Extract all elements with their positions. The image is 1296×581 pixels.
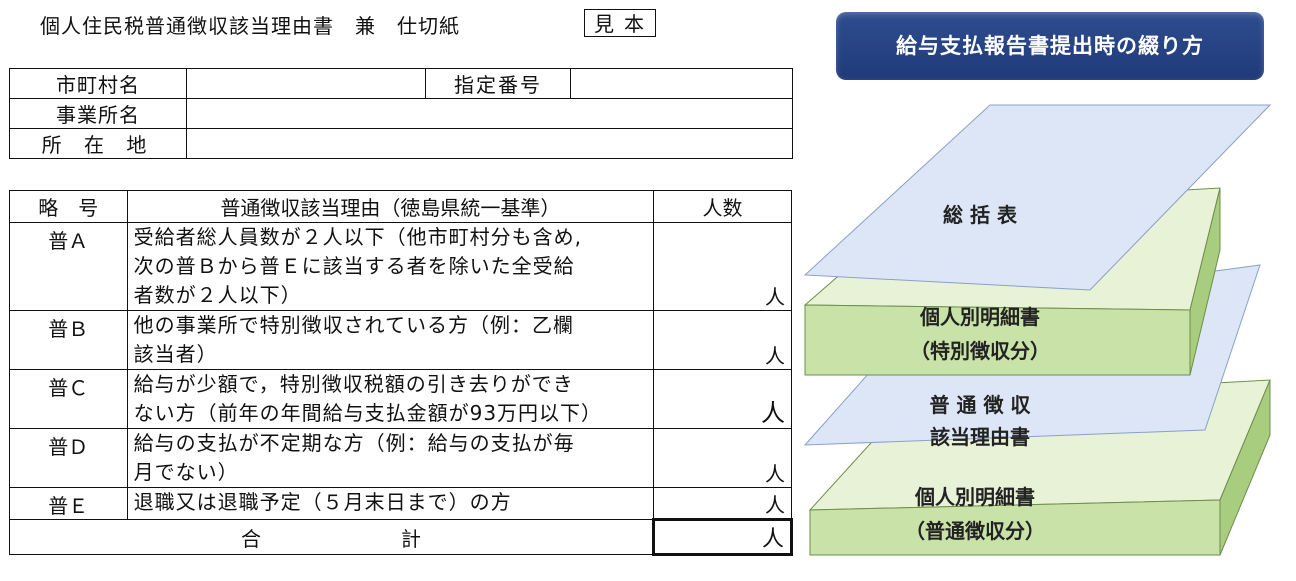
row-count-field[interactable]: 人: [653, 428, 792, 488]
layer-label: 個人別明細書: [914, 485, 1035, 509]
layer-side-face: [1219, 379, 1271, 556]
reasons-header-row: 略 号 普通徴収該当理由（徳島県統一基準） 人数: [9, 190, 792, 223]
row-reason: 他の事業所で特別徴収されている方（例：乙欄 該当者）: [126, 310, 655, 370]
table-row: 普Ａ 受給者総人員数が２人以下（他市町村分も含め, 次の普Ｂから普Ｅに該当する者…: [9, 222, 792, 311]
info-row-municipality: 市町村名 指定番号: [9, 68, 793, 99]
table-row: 普Ｅ 退職又は退職予定（５月末日まで）の方 人: [9, 487, 792, 520]
layer-side-face: [1189, 187, 1221, 376]
layer-label: 該当理由書: [930, 425, 1030, 449]
row-code: 普Ｂ: [9, 310, 128, 370]
reason-line: 者数が２人以下）: [133, 283, 302, 307]
municipality-field[interactable]: [186, 68, 426, 99]
reason-line: 他の事業所で特別徴収されている方（例：乙欄: [133, 313, 574, 337]
reason-line: 受給者総人員数が２人以下（他市町村分も含め,: [133, 225, 582, 249]
count-unit: 人: [765, 462, 785, 486]
info-row-address: 所 在 地: [9, 128, 793, 159]
reason-line: 給与の支払が不定期な方（例：給与の支払が毎: [133, 431, 575, 455]
count-unit: 人: [765, 493, 785, 517]
reason-line: 給与が少額で，特別徴収税額の引き去りができ: [133, 372, 574, 396]
row-reason: 受給者総人員数が２人以下（他市町村分も含め, 次の普Ｂから普Ｅに該当する者を除い…: [126, 222, 655, 311]
business-name-label: 事業所名: [9, 98, 187, 129]
municipality-label: 市町村名: [9, 68, 187, 99]
layer-summary-sheet: 総 括 表: [803, 104, 1272, 291]
total-label: 合計: [8, 519, 655, 555]
binding-stack-diagram: 個人別明細書 （普通徴収分） 普 通 徴 収 該当理由書 個人別明細書 （特別徴…: [803, 104, 1272, 556]
count-unit: 人: [765, 344, 785, 368]
binding-method-banner: 給与支払報告書提出時の綴り方: [836, 12, 1264, 80]
row-reason: 退職又は退職予定（５月末日まで）の方: [126, 487, 655, 520]
header-reason: 普通徴収該当理由（徳島県統一基準）: [126, 190, 655, 223]
header-count: 人数: [653, 190, 792, 223]
count-unit: 人: [765, 285, 785, 309]
table-row: 普Ｄ 給与の支払が不定期な方（例：給与の支払が毎 月でない） 人: [9, 428, 792, 488]
row-code: 普Ｃ: [9, 369, 128, 429]
layer-label: 総 括 表: [943, 203, 1018, 227]
reason-line: 該当者）: [133, 342, 218, 366]
layer-label: （特別徴収分）: [910, 339, 1050, 363]
total-count-field[interactable]: 人: [652, 518, 793, 556]
reason-line: 月でない）: [133, 460, 239, 484]
row-count-field[interactable]: 人: [653, 369, 792, 429]
layer-label: 普 通 徴 収: [930, 393, 1032, 417]
total-unit: 人: [761, 527, 784, 552]
row-count-field[interactable]: 人: [653, 487, 792, 520]
business-name-field[interactable]: [186, 98, 793, 129]
info-table: 市町村名 指定番号 事業所名 所 在 地: [9, 68, 793, 159]
total-row: 合計 人: [8, 518, 793, 556]
row-code: 普Ａ: [9, 222, 128, 311]
info-row-business: 事業所名: [9, 98, 793, 129]
reason-line: ない方（前年の年間給与支払金額が93万円以下）: [133, 401, 603, 425]
reason-line: 次の普Ｂから普Ｅに該当する者を除いた全受給: [133, 254, 575, 278]
row-code: 普Ｄ: [9, 428, 128, 488]
layer-label: （普通徴収分）: [905, 519, 1045, 543]
row-reason: 給与が少額で，特別徴収税額の引き去りができ ない方（前年の年間給与支払金額が93…: [126, 369, 655, 429]
address-label: 所 在 地: [9, 128, 187, 159]
row-count-field[interactable]: 人: [653, 222, 792, 311]
layer-label: 個人別明細書: [919, 305, 1040, 329]
row-code: 普Ｅ: [9, 487, 128, 520]
count-unit: 人: [761, 399, 785, 427]
row-count-field[interactable]: 人: [653, 310, 792, 370]
designation-number-label: 指定番号: [425, 68, 571, 99]
row-reason: 給与の支払が不定期な方（例：給与の支払が毎 月でない）: [126, 428, 655, 488]
layer-sheet: [803, 104, 1272, 291]
designation-number-field[interactable]: [570, 68, 793, 99]
table-row: 普Ｃ 給与が少額で，特別徴収税額の引き去りができ ない方（前年の年間給与支払金額…: [9, 369, 792, 429]
reasons-table: 略 号 普通徴収該当理由（徳島県統一基準） 人数 普Ａ 受給者総人員数が２人以下…: [8, 190, 793, 556]
address-field[interactable]: [186, 128, 793, 159]
table-row: 普Ｂ 他の事業所で特別徴収されている方（例：乙欄 該当者） 人: [9, 310, 792, 370]
reason-line: 退職又は退職予定（５月末日まで）の方: [133, 490, 512, 514]
header-code: 略 号: [9, 190, 128, 223]
sample-stamp: 見本: [584, 9, 656, 37]
document-title: 個人住民税普通徴収該当理由書 兼 仕切紙: [40, 14, 460, 38]
